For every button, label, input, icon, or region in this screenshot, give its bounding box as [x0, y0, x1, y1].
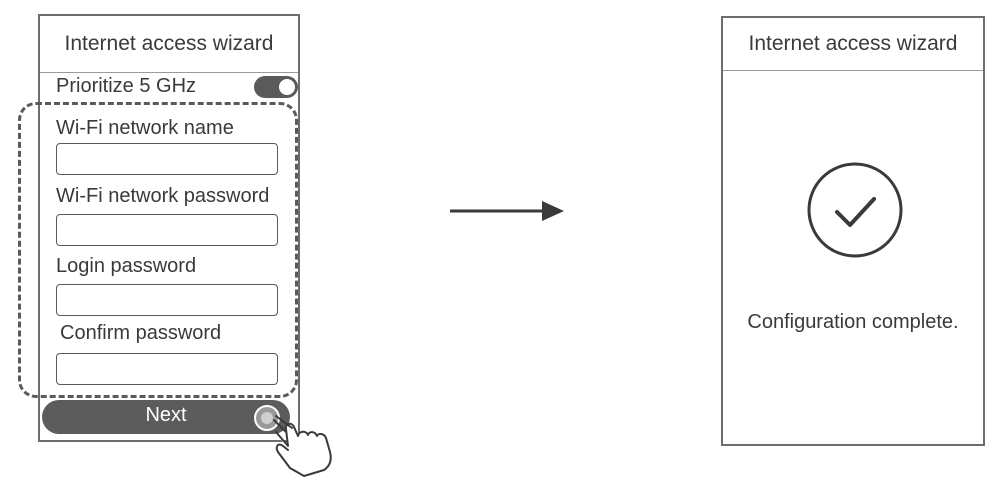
- prioritize-5ghz-row: Prioritize 5 GHz: [56, 72, 298, 102]
- confirm-password-input[interactable]: [56, 353, 278, 385]
- wifi-password-label: Wi-Fi network password: [56, 185, 270, 207]
- configuration-complete-screen: Internet access wizard Configuration com…: [721, 16, 985, 446]
- prioritize-5ghz-toggle[interactable]: [254, 76, 298, 98]
- login-password-label: Login password: [56, 255, 197, 277]
- wifi-password-input[interactable]: [56, 214, 278, 246]
- wifi-name-label: Wi-Fi network name: [56, 117, 234, 139]
- checkmark-circle-icon: [807, 162, 903, 258]
- login-password-input[interactable]: [56, 284, 278, 316]
- wizard-form-screen: Internet access wizard Prioritize 5 GHz …: [18, 14, 300, 442]
- wifi-name-input[interactable]: [56, 143, 278, 175]
- page-title: Internet access wizard: [723, 18, 983, 71]
- confirm-password-label: Confirm password: [60, 322, 222, 344]
- next-button-label: Next: [145, 404, 187, 426]
- toggle-knob: [278, 78, 296, 96]
- arrow-right-icon: [450, 201, 564, 221]
- status-message: Configuration complete.: [747, 311, 959, 333]
- page-title: Internet access wizard: [40, 16, 298, 73]
- tapping-hand-icon: [254, 405, 332, 477]
- highlighted-fields-group: [18, 102, 298, 398]
- next-button[interactable]: Next: [42, 400, 290, 434]
- prioritize-5ghz-label: Prioritize 5 GHz: [56, 75, 197, 97]
